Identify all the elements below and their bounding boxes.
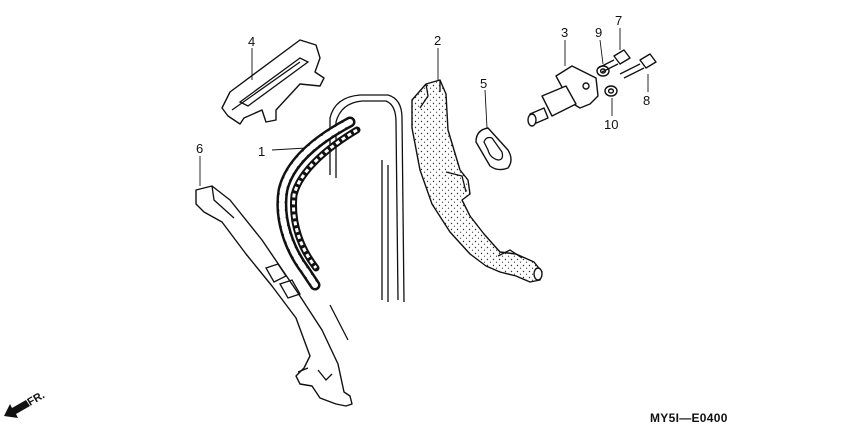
callout-2: 2: [434, 33, 441, 48]
bolt-short: [597, 49, 631, 73]
callout-10: 10: [604, 117, 618, 132]
callout-5: 5: [480, 76, 487, 91]
gasket: [475, 127, 512, 171]
callout-1: 1: [258, 144, 265, 159]
chain-guide-top: [221, 39, 325, 125]
tensioner-slipper: [411, 79, 543, 283]
front-arrow-icon: [4, 400, 30, 418]
washer-lower: [604, 85, 618, 97]
front-direction-label: FR.: [26, 389, 47, 408]
chain-guide: [195, 185, 353, 407]
bolt-long: [619, 53, 657, 79]
callout-7: 7: [615, 13, 622, 28]
front-direction-indicator: FR.: [4, 389, 47, 418]
tensioner-lifter: [527, 65, 599, 127]
callout-9: 9: [595, 25, 602, 40]
callout-labels: 1 2 3 4 5 6 7 8 9 10: [196, 13, 650, 159]
diagram-code: MY5I—E0400: [650, 411, 728, 424]
callout-4: 4: [248, 34, 255, 49]
callout-8: 8: [643, 93, 650, 108]
cam-chain: [276, 116, 361, 291]
engine-outline: [329, 94, 405, 341]
leader-lines: [199, 28, 649, 186]
callout-6: 6: [196, 141, 203, 156]
callout-3: 3: [561, 25, 568, 40]
